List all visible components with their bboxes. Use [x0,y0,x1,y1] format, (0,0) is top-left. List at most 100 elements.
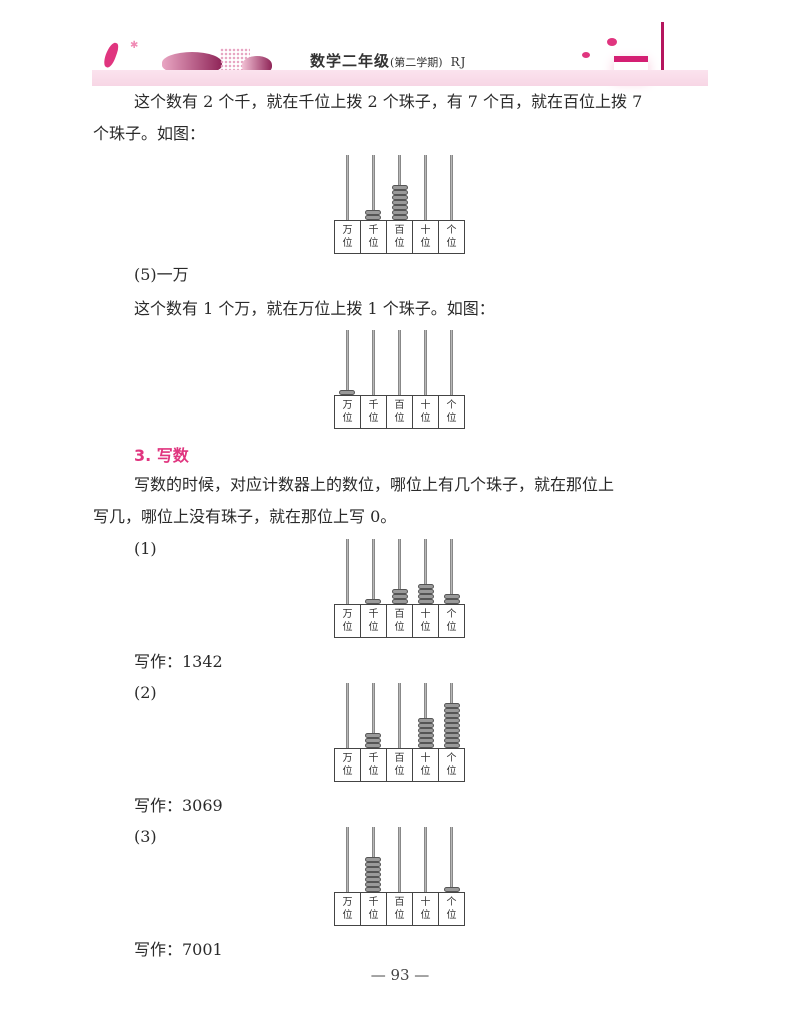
place-value-labels: 万位千位百位十位个位 [334,395,465,429]
abacus-rod [450,827,454,892]
abacus-rod [398,330,401,395]
place-value-labels: 万位千位百位十位个位 [334,220,465,254]
answer-text: 写作：7001 [134,940,223,959]
place-value-cell: 十位 [413,396,439,428]
abacus-bead [443,703,460,708]
place-name: 十 [420,225,431,236]
place-value-cell: 十位 [413,605,439,637]
bush-left-icon [162,52,222,74]
abacus-bead [417,743,434,748]
place-value-cell: 千位 [361,396,387,428]
abacus-rod [398,827,401,892]
abacus-rod [424,683,428,748]
place-suffix: 位 [446,238,457,249]
abacus-bead [443,723,460,728]
header-band [92,70,708,86]
splash-left-icon [101,41,121,69]
place-suffix: 位 [342,766,353,777]
abacus-bead [443,713,460,718]
place-name: 十 [420,400,431,411]
place-name: 千 [368,609,379,620]
place-suffix: 位 [420,238,431,249]
place-name: 百 [394,609,405,620]
place-name: 万 [342,609,353,620]
abacus-rod [345,683,349,748]
abacus-rod [424,155,428,220]
abacus-bead [417,733,434,738]
abacus-rod [345,827,349,892]
page-title: 数学二年级(第二学期)RJ [310,52,467,70]
place-value-cell: 千位 [361,749,387,781]
place-suffix: 位 [420,622,431,633]
abacus-rods [334,827,465,892]
place-value-cell: 百位 [387,221,413,253]
abacus-figure: 万位千位百位十位个位 [334,330,465,430]
abacus-bead [443,738,460,743]
abacus-bead [417,584,434,589]
place-name: 万 [342,225,353,236]
place-suffix: 位 [446,413,457,424]
place-value-cell: 个位 [439,605,464,637]
place-suffix: 位 [368,910,379,921]
abacus-bead [365,210,382,215]
abacus-bead [391,594,408,599]
place-name: 百 [394,225,405,236]
abacus-bead [443,887,460,892]
place-suffix: 位 [342,413,353,424]
place-suffix: 位 [368,413,379,424]
paragraph: 个珠子。如图： [93,124,206,143]
abacus-rods [334,330,465,395]
abacus-bead [443,728,460,733]
abacus-bead [417,723,434,728]
abacus-rod [371,539,375,604]
abacus-rod [398,683,401,748]
abacus-bead [443,718,460,723]
place-value-cell: 个位 [439,893,464,925]
abacus-rods [334,155,465,220]
place-value-cell: 百位 [387,396,413,428]
abacus-bead [443,733,460,738]
place-value-labels: 万位千位百位十位个位 [334,892,465,926]
abacus-bead [391,210,408,215]
place-value-cell: 十位 [413,221,439,253]
abacus-rod [450,155,454,220]
place-suffix: 位 [342,910,353,921]
place-name: 个 [446,897,457,908]
place-name: 十 [420,753,431,764]
abacus-bead [417,718,434,723]
abacus-rod [424,330,428,395]
place-name: 百 [394,400,405,411]
abacus-figure: 万位千位百位十位个位 [334,683,465,783]
place-name: 千 [368,897,379,908]
subsection-label: (5)一万 [134,265,189,284]
abacus-rod [345,539,349,604]
abacus-bead [391,195,408,200]
place-value-cell: 百位 [387,893,413,925]
butterfly-icon [607,38,617,46]
abacus-bead [365,887,382,892]
abacus-bead [391,215,408,220]
example-label: (2) [134,683,157,702]
section-heading: 3. 写数 [134,446,189,465]
abacus-rod [371,683,375,748]
abacus-bead [417,594,434,599]
place-name: 百 [394,753,405,764]
abacus-bead [365,857,382,862]
abacus-rod [345,330,349,395]
place-name: 千 [368,753,379,764]
place-value-cell: 个位 [439,396,464,428]
place-name: 个 [446,753,457,764]
place-value-labels: 万位千位百位十位个位 [334,748,465,782]
page-header: ✱ 数学二年级(第二学期)RJ [92,14,708,86]
abacus-bead [365,738,382,743]
abacus-bead [443,743,460,748]
abacus-bead [365,599,382,604]
example-label: (1) [134,539,157,558]
abacus-bead [365,872,382,877]
butterfly-small-icon [582,52,590,58]
place-name: 千 [368,225,379,236]
place-name: 万 [342,400,353,411]
example-label: (3) [134,827,157,846]
paragraph: 这个数有 1 个万，就在万位上拨 1 个珠子。如图： [134,299,495,318]
place-suffix: 位 [368,622,379,633]
